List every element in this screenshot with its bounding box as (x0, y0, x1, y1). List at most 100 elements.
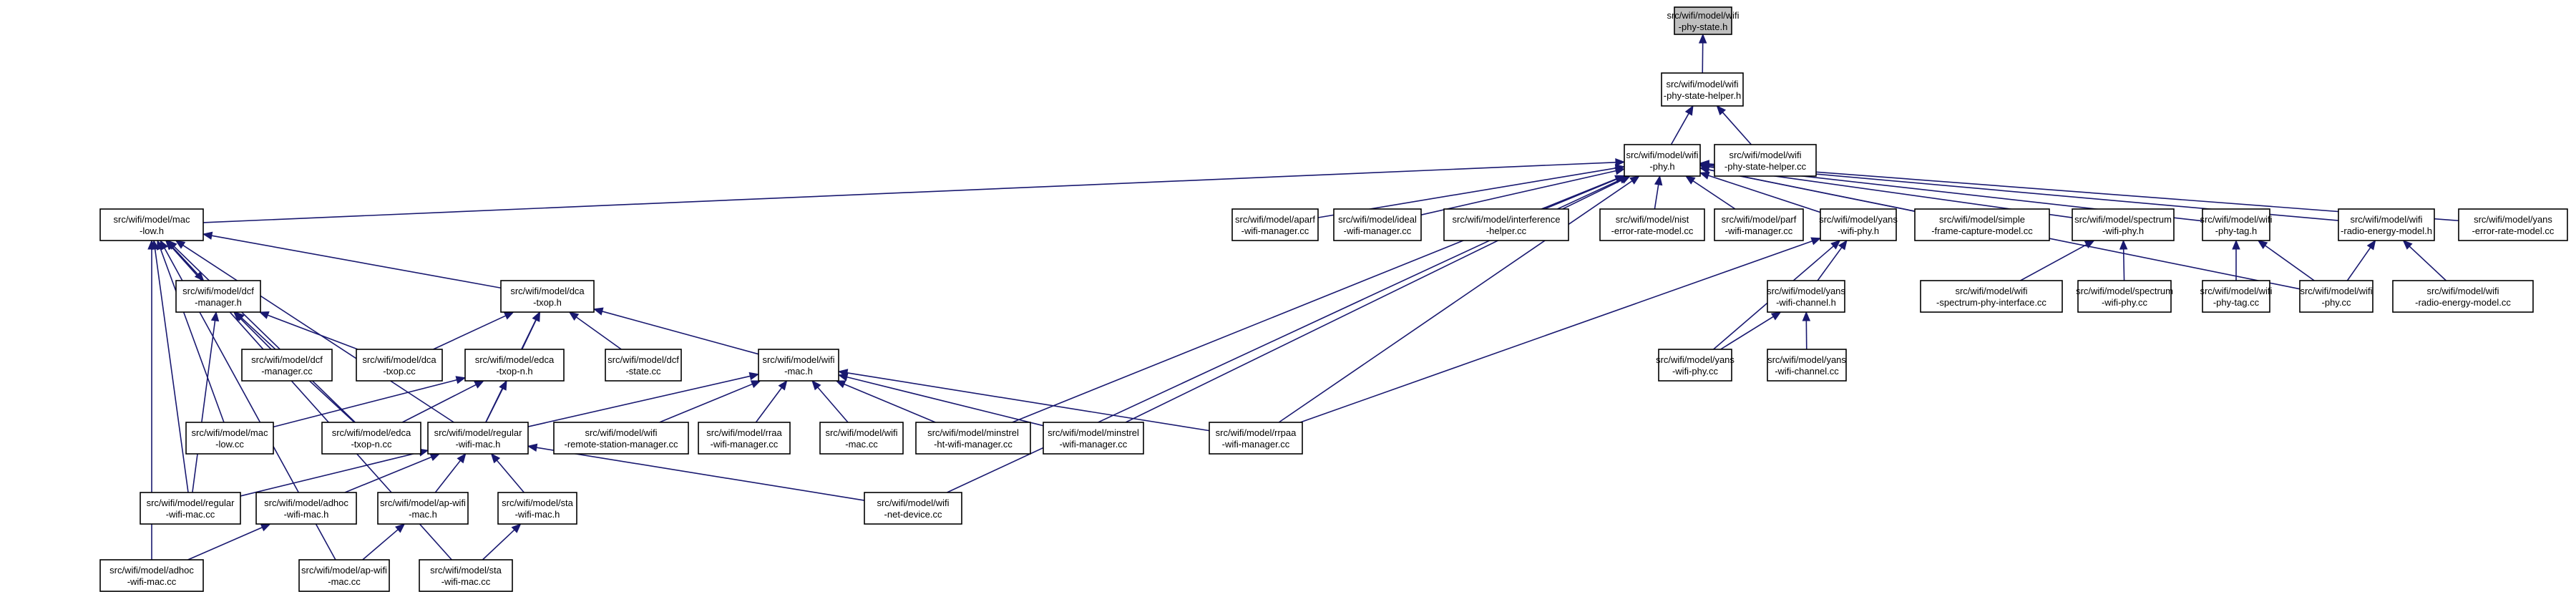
svg-text:-radio-energy-model.cc: -radio-energy-model.cc (2415, 297, 2511, 308)
edge-n28-to-n24 (482, 523, 522, 561)
edge-n11-to-n5 (592, 307, 759, 355)
node-mac-low-h[interactable]: src/wifi/model/mac-low.h (99, 208, 204, 241)
svg-text:-wifi-mac.h: -wifi-mac.h (284, 509, 329, 520)
svg-text:-wifi-channel.cc: -wifi-channel.cc (1775, 366, 1839, 377)
edge-line (1817, 247, 1843, 281)
node-sta-wifi-mac-cc[interactable]: src/wifi/model/sta-wifi-mac.cc (419, 559, 513, 592)
arrowhead-icon (395, 523, 406, 533)
node-wifi-phy-h[interactable]: src/wifi/model/wifi-phy.h (1624, 144, 1701, 177)
svg-text:-phy.cc: -phy.cc (2322, 297, 2351, 308)
node-adhoc-wifi-mac-cc[interactable]: src/wifi/model/adhoc-wifi-mac.cc (99, 559, 204, 592)
svg-text:-txop.cc: -txop.cc (383, 366, 416, 377)
node-spectrum-wifi-phy-cc[interactable]: src/wifi/model/spectrum-wifi-phy.cc (2076, 280, 2173, 313)
node-regular-wifi-mac-h[interactable]: src/wifi/model/regular-wifi-mac.h (427, 422, 529, 455)
node-edca-txop-n-cc[interactable]: src/wifi/model/edca-txop-n.cc (321, 422, 421, 455)
edge-line (239, 317, 272, 350)
node-yans-wifi-phy-h[interactable]: src/wifi/model/yans-wifi-phy.h (1819, 208, 1898, 241)
node-yans-error-rate-model-cc[interactable]: src/wifi/model/yans-error-rate-model.cc (2458, 208, 2568, 241)
edge-n23-to-n14 (434, 452, 467, 493)
node-rraa-wifi-manager-cc[interactable]: src/wifi/model/rraa-wifi-manager.cc (698, 422, 791, 455)
node-wifi-phy-tag-cc[interactable]: src/wifi/model/wifi-phy-tag.cc (2200, 280, 2273, 313)
node-wifi-phy-state-h[interactable]: src/wifi/model/wifi-phy-state.h (1667, 6, 1740, 35)
svg-text:-wifi-phy.h: -wifi-phy.h (1838, 225, 1879, 236)
edge-line (401, 384, 477, 423)
edge-n46-to-n37 (2257, 240, 2315, 281)
node-ap-wifi-mac-h[interactable]: src/wifi/model/ap-wifi-mac.h (377, 492, 469, 525)
edge-line (362, 529, 399, 561)
node-wifi-spectrum-phy-interface-cc[interactable]: src/wifi/model/wifi-spectrum-phy-interfa… (1920, 280, 2063, 313)
svg-text:-phy-state.h: -phy-state.h (1679, 21, 1728, 32)
svg-text:-wifi-manager.cc: -wifi-manager.cc (711, 439, 779, 450)
node-wifi-phy-state-helper-cc[interactable]: src/wifi/model/wifi-phy-state-helper.cc (1714, 144, 1817, 177)
node-dcf-state-cc[interactable]: src/wifi/model/dcf-state.cc (605, 349, 682, 382)
node-parf-wifi-manager-cc[interactable]: src/wifi/model/parf-wifi-manager.cc (1714, 208, 1804, 241)
node-rrpaa-wifi-manager-cc[interactable]: src/wifi/model/rrpaa-wifi-manager.cc (1209, 422, 1303, 455)
node-wifi-radio-energy-model-cc[interactable]: src/wifi/model/wifi-radio-energy-model.c… (2392, 280, 2534, 313)
node-nist-error-rate-model-cc[interactable]: src/wifi/model/nist-error-rate-model.cc (1599, 208, 1705, 241)
svg-text:src/wifi/model/spectrum: src/wifi/model/spectrum (2074, 214, 2172, 225)
svg-text:src/wifi/model/wifi: src/wifi/model/wifi (762, 354, 834, 365)
arrowhead-icon (1699, 171, 1710, 180)
svg-text:-low.cc: -low.cc (215, 439, 244, 450)
node-simple-frame-capture-model-cc[interactable]: src/wifi/model/simple-frame-capture-mode… (1914, 208, 2050, 241)
edge-n21-to-n14 (240, 448, 429, 497)
node-ideal-wifi-manager-cc[interactable]: src/wifi/model/ideal-wifi-manager.cc (1333, 208, 1422, 241)
node-wifi-mac-cc[interactable]: src/wifi/model/wifi-mac.cc (819, 422, 904, 455)
edge-line (1299, 241, 1813, 423)
svg-text:src/wifi/model/sta: src/wifi/model/sta (502, 498, 573, 508)
node-dcf-manager-h[interactable]: src/wifi/model/dcf-manager.h (175, 280, 261, 313)
arrowhead-icon (234, 311, 245, 321)
svg-text:src/wifi/model/parf: src/wifi/model/parf (1722, 214, 1797, 225)
node-wifi-remote-station-manager-cc[interactable]: src/wifi/model/wifi-remote-station-manag… (553, 422, 689, 455)
node-aparf-wifi-manager-cc[interactable]: src/wifi/model/aparf-wifi-manager.cc (1231, 208, 1319, 241)
node-wifi-net-device-cc[interactable]: src/wifi/model/wifi-net-device.cc (864, 492, 962, 525)
arrowhead-icon (258, 311, 270, 319)
node-minstrel-wifi-manager-cc[interactable]: src/wifi/model/minstrel-wifi-manager.cc (1043, 422, 1144, 455)
arrowhead-icon (147, 239, 156, 250)
node-wifi-mac-h[interactable]: src/wifi/model/wifi-mac.h (758, 349, 839, 382)
node-regular-wifi-mac-cc[interactable]: src/wifi/model/regular-wifi-mac.cc (140, 492, 241, 525)
node-edca-txop-n-h[interactable]: src/wifi/model/edca-txop-n.h (464, 349, 565, 382)
svg-text:src/wifi/model/regular: src/wifi/model/regular (147, 498, 235, 508)
svg-text:src/wifi/model/aparf: src/wifi/model/aparf (1235, 214, 1315, 225)
node-dcf-manager-cc[interactable]: src/wifi/model/dcf-manager.cc (241, 349, 333, 382)
svg-text:-wifi-mac.h: -wifi-mac.h (456, 439, 501, 450)
arrowhead-icon (511, 523, 522, 533)
node-minstrel-ht-wifi-manager-cc[interactable]: src/wifi/model/minstrel-ht-wifi-manager.… (915, 422, 1031, 455)
arrowhead-icon (835, 380, 847, 389)
svg-text:src/wifi/model/minstrel: src/wifi/model/minstrel (927, 427, 1019, 438)
edge-line (1692, 180, 1736, 210)
edge-line (496, 460, 525, 493)
arrowhead-icon (455, 376, 467, 384)
node-interference-helper-cc[interactable]: src/wifi/model/interference-helper.cc (1443, 208, 1569, 241)
edge-n21-to-n6 (192, 311, 220, 493)
svg-text:src/wifi/model/mac: src/wifi/model/mac (192, 427, 268, 438)
node-wifi-phy-cc[interactable]: src/wifi/model/wifi-phy.cc (2299, 280, 2373, 313)
node-yans-wifi-channel-cc[interactable]: src/wifi/model/yans-wifi-channel.cc (1767, 349, 1847, 382)
svg-text:-wifi-phy.h: -wifi-phy.h (2102, 225, 2144, 236)
node-dca-txop-h[interactable]: src/wifi/model/dca-txop.h (500, 280, 595, 313)
edge-line (1278, 180, 1633, 423)
node-spectrum-wifi-phy-h[interactable]: src/wifi/model/spectrum-wifi-phy.h (2072, 208, 2175, 241)
node-adhoc-wifi-mac-h[interactable]: src/wifi/model/adhoc-wifi-mac.h (255, 492, 357, 525)
svg-text:-wifi-mac.cc: -wifi-mac.cc (441, 576, 491, 587)
arrowhead-icon (1618, 175, 1629, 184)
node-wifi-phy-tag-h[interactable]: src/wifi/model/wifi-phy-tag.h (2200, 208, 2273, 241)
edge-line (1670, 113, 1689, 145)
svg-text:src/wifi/model/ap-wifi: src/wifi/model/ap-wifi (380, 498, 466, 508)
node-dca-txop-cc[interactable]: src/wifi/model/dca-txop.cc (356, 349, 443, 382)
node-wifi-radio-energy-model-h[interactable]: src/wifi/model/wifi-radio-energy-model.h (2338, 208, 2435, 241)
node-wifi-phy-state-helper-h[interactable]: src/wifi/model/wifi-phy-state-helper.h (1661, 72, 1744, 107)
node-mac-low-cc[interactable]: src/wifi/model/mac-low.cc (185, 422, 274, 455)
node-ap-wifi-mac-cc[interactable]: src/wifi/model/ap-wifi-mac.cc (298, 559, 390, 592)
svg-text:src/wifi/model/wifi: src/wifi/model/wifi (2200, 286, 2272, 296)
edge-n27-to-n23 (362, 523, 406, 561)
edge-line (267, 314, 358, 350)
node-yans-wifi-channel-h[interactable]: src/wifi/model/yans-wifi-channel.h (1767, 280, 1845, 313)
edge-n43-to-n36 (2020, 240, 2095, 281)
node-sta-wifi-mac-h[interactable]: src/wifi/model/sta-wifi-mac.h (497, 492, 577, 525)
edge-line (2346, 247, 2371, 281)
node-yans-wifi-phy-cc[interactable]: src/wifi/model/yans-wifi-phy.cc (1656, 349, 1735, 382)
edge-n46-to-n38 (2346, 239, 2376, 281)
